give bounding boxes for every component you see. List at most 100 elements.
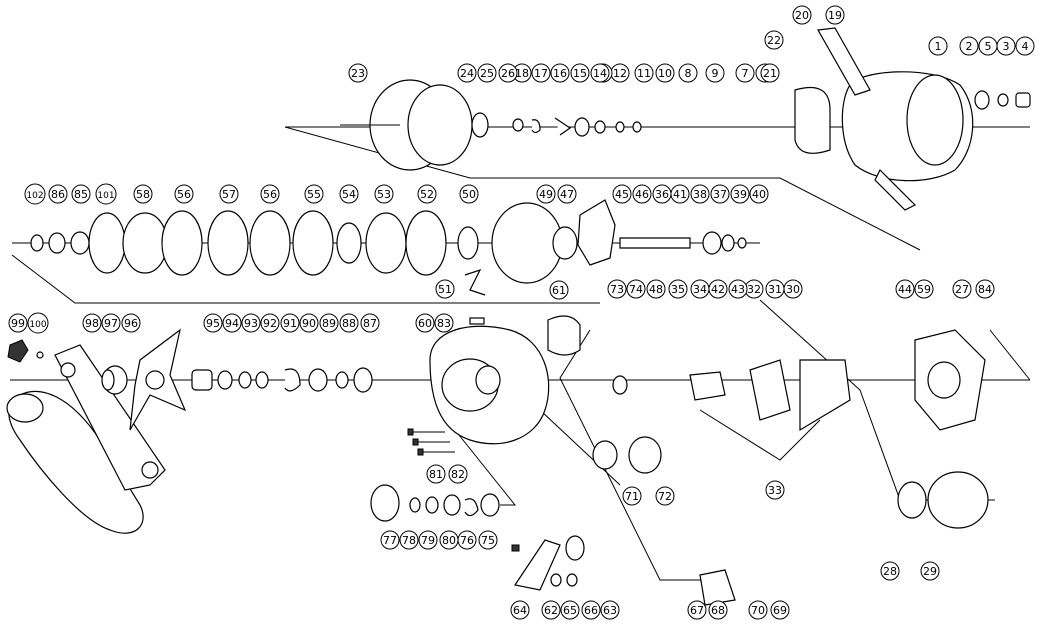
label-text: 5 [985,40,992,53]
part-label-91: 91 [280,313,300,333]
label-bubble [626,279,646,299]
part-label-72: 72 [655,486,675,506]
label-bubble [299,313,319,333]
washer-88 [335,371,349,389]
part-label-12: 12 [610,63,630,83]
clip-90 [284,368,301,392]
part-label-24: 24 [457,63,477,83]
label-bubble [792,5,812,25]
label-bubble [348,63,368,83]
label-text: 17 [534,67,548,80]
washer-79 [425,496,439,514]
label-text: 92 [263,317,277,330]
label-text: 48 [649,283,663,296]
label-text: 90 [302,317,316,330]
part-label-25: 25 [477,63,497,83]
part-label-36: 36 [652,184,672,204]
label-text: 73 [610,283,624,296]
label-bubble [978,36,998,56]
label-bubble [914,279,934,299]
label-text: 29 [923,565,937,578]
label-text: 44 [898,283,912,296]
washer-66 [566,573,578,587]
part-label-101: 101 [95,183,117,205]
part-label-3: 3 [996,36,1016,56]
label-text: 82 [451,468,465,481]
label-bubble [735,63,755,83]
label-bubble [570,63,590,83]
part-label-16: 16 [550,63,570,83]
part-label-33: 33 [765,480,785,500]
bearing-87 [353,367,373,393]
bushing-28 [897,481,927,519]
label-bubble [417,184,437,204]
label-bubble [632,184,652,204]
label-text: 96 [124,317,138,330]
part-label-59: 59 [914,279,934,299]
label-text: 86 [51,188,65,201]
label-text: 36 [655,188,669,201]
label-text: 50 [462,188,476,201]
label-text: 14 [593,67,607,80]
drag-washer-58 [122,212,168,274]
label-bubble [655,486,675,506]
washer-102 [30,234,44,252]
label-text: 91 [283,317,297,330]
label-bubble [600,600,620,620]
label-bubble [895,279,915,299]
label-text: 46 [635,188,649,201]
label-text: 22 [767,34,781,47]
label-bubble [622,486,642,506]
label-bubble [95,183,117,205]
cap-77 [370,484,400,522]
label-text: 85 [74,188,88,201]
part-label-98: 98 [82,313,102,333]
label-text: 32 [747,283,761,296]
label-text: 97 [104,317,118,330]
label-text: 15 [573,67,587,80]
label-text: 18 [515,67,529,80]
label-bubble [825,5,845,25]
label-bubble [764,30,784,50]
label-bubble [174,184,194,204]
label-bubble [260,313,280,333]
label-bubble [498,63,518,83]
handle-knob [8,390,144,534]
washer-15 [615,121,625,133]
part-label-100: 100 [27,312,49,334]
bearing-61 [547,315,581,356]
right-lower-parts [612,329,989,606]
label-bubble [203,313,223,333]
label-text: 19 [828,9,842,22]
part-label-67: 67 [687,600,707,620]
handle-arm-hole [60,362,76,378]
part-label-62: 62 [541,600,561,620]
screw-100 [36,351,44,359]
part-label-2: 2 [959,36,979,56]
label-bubble [219,184,239,204]
label-text: 35 [671,283,685,296]
part-label-20: 20 [792,5,812,25]
label-text: 25 [480,67,494,80]
part-label-73: 73 [607,279,627,299]
washer-39 [737,237,747,249]
label-bubble [304,184,324,204]
label-text: 83 [437,317,451,330]
label-bubble [560,600,580,620]
washer-73 [612,375,628,395]
label-bubble [690,184,710,204]
side-plate-assembly [429,315,662,474]
label-bubble [27,312,49,334]
washer-92 [238,371,252,389]
part-label-99: 99 [8,313,28,333]
washer-54 [336,222,362,264]
part-label-43: 43 [728,279,748,299]
label-bubble [687,600,707,620]
label-text: 99 [11,317,25,330]
washer-75 [480,493,500,517]
part-label-96: 96 [121,313,141,333]
part-label-80: 80 [439,530,459,550]
label-bubble [222,313,242,333]
label-bubble [730,184,750,204]
